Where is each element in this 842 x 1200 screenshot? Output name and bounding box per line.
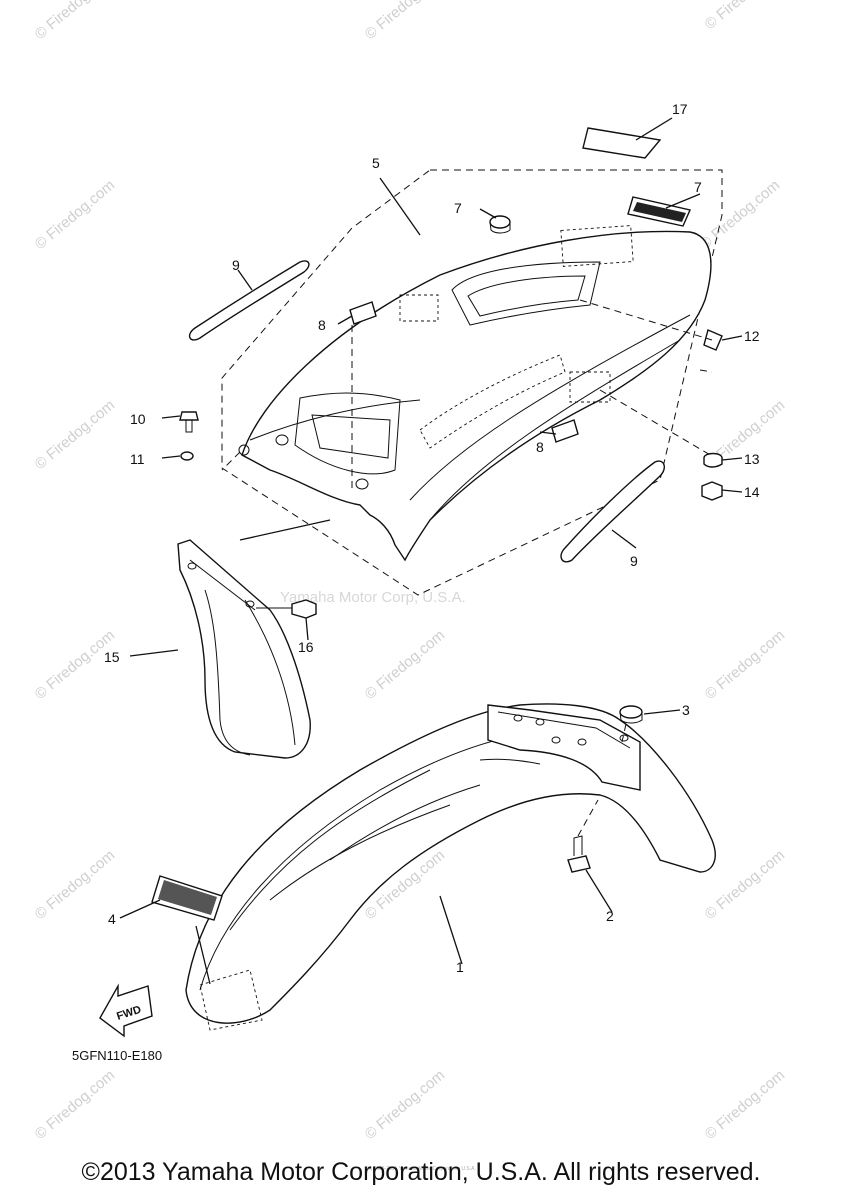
watermark-firedog: © Firedog.com — [32, 177, 118, 253]
part-13-collar — [703, 452, 723, 468]
part-11-collar — [180, 451, 194, 461]
callout-10: 10 — [130, 411, 146, 427]
watermark-firedog: © Firedog.com — [362, 1067, 448, 1143]
callout-13: 13 — [744, 451, 760, 467]
part-14-nut — [701, 481, 723, 501]
part-9-decal-side — [560, 460, 665, 563]
watermark-small: (c) 2005-2016 Yamaha Motor Corporation, … — [366, 1166, 476, 1172]
callout-1: 1 — [456, 959, 464, 975]
part-9-decal-top — [188, 260, 310, 341]
watermark-yamaha: Yamaha Motor Corp, U.S.A. — [280, 589, 466, 606]
callout-5: 5 — [372, 155, 380, 171]
front-fender-parts — [151, 705, 643, 921]
callout-17: 17 — [672, 101, 688, 117]
watermark-firedog: © Firedog.com — [702, 1067, 788, 1143]
part-10-bolt — [179, 411, 199, 421]
part-6-badge-fill — [633, 202, 686, 222]
callout-4: 4 — [108, 911, 116, 927]
part-7-grommet — [489, 215, 511, 229]
callout-labels: 17 7 5 7 9 8 8 10 11 12 13 14 9 15 16 3 … — [104, 101, 760, 975]
callout-2: 2 — [606, 908, 614, 924]
callout-7: 7 — [454, 200, 462, 216]
watermark-firedog: © Firedog.com — [697, 177, 783, 253]
watermark-firedog: © Firedog.com — [32, 1067, 118, 1143]
part-2-bolt — [567, 855, 591, 873]
callout-11: 11 — [130, 451, 145, 467]
part-4-decal-fill — [158, 880, 217, 915]
leader-lines — [119, 117, 743, 985]
watermark-firedog: © Firedog.com — [362, 0, 448, 43]
callout-9: 9 — [630, 553, 638, 569]
part-8-damper — [349, 301, 377, 325]
rear-fender-assembly-outline — [221, 169, 723, 596]
watermark-grid: © Firedog.com © Firedog.com © Firedog.co… — [32, 0, 788, 1143]
callout-15: 15 — [104, 649, 120, 665]
callout-3: 3 — [682, 702, 690, 718]
watermark-firedog: © Firedog.com — [32, 0, 118, 43]
part-16-screw — [256, 599, 317, 619]
fwd-arrow-icon: FWD — [99, 983, 153, 1038]
rear-fender — [238, 225, 712, 562]
copyright-notice: ©2013 Yamaha Motor Corporation, U.S.A. A… — [81, 1158, 761, 1186]
front-fender — [185, 703, 716, 1031]
watermark-firedog: © Firedog.com — [702, 627, 788, 703]
part-8-damper — [551, 419, 579, 443]
watermark-firedog: © Firedog.com — [362, 627, 448, 703]
callout-14: 14 — [744, 484, 760, 500]
part-15-guard — [177, 539, 311, 759]
callout-9: 9 — [232, 257, 240, 273]
callout-8: 8 — [318, 317, 326, 333]
watermark-firedog: © Firedog.com — [32, 847, 118, 923]
diagram-code: 5GFN110-E180 — [72, 1048, 163, 1063]
rear-fender-parts — [179, 127, 723, 563]
part-17-decal — [582, 127, 662, 159]
callout-6: 7 — [694, 179, 702, 195]
watermark-firedog: © Firedog.com — [32, 397, 118, 473]
callout-16: 16 — [298, 639, 314, 655]
part-3-grommet — [619, 705, 643, 719]
callout-8: 8 — [536, 439, 544, 455]
watermark-firedog: © Firedog.com — [702, 0, 788, 33]
callout-12: 12 — [744, 328, 760, 344]
part-12-bolt — [703, 329, 723, 351]
